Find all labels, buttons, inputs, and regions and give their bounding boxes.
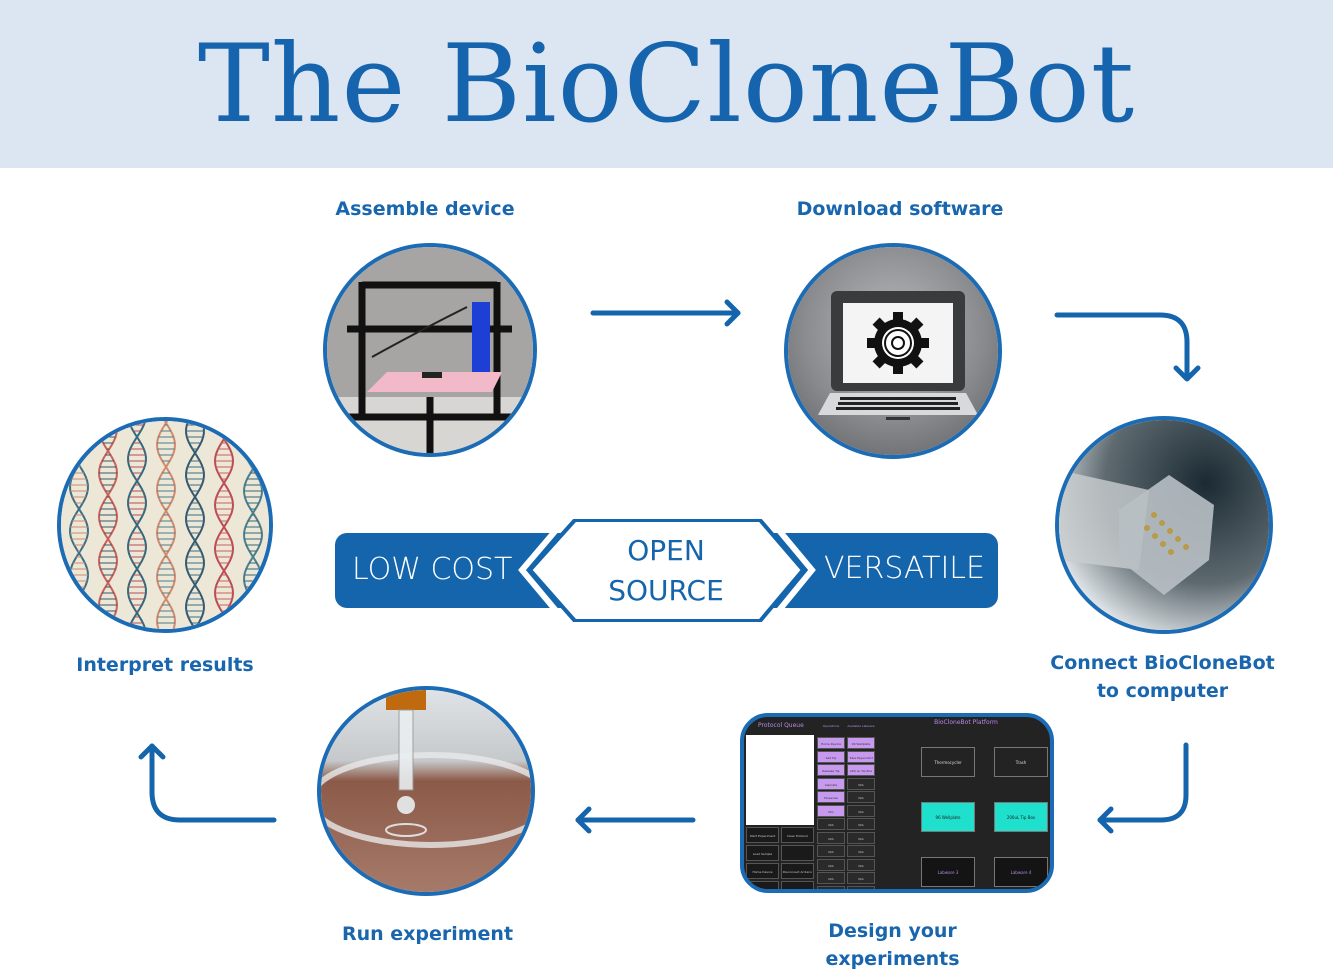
operation-button[interactable]: Aspirate — [817, 777, 845, 790]
operations-header: Operations — [822, 724, 840, 728]
dna-strand — [97, 421, 119, 629]
feature-open-source: OPEN SOURCE — [566, 531, 766, 611]
download-software-image — [784, 243, 1002, 459]
step-label-design-line2: experiments — [825, 948, 960, 970]
labware-button[interactable]: N/A — [847, 831, 875, 844]
connect-computer-image — [1055, 416, 1273, 634]
feature-open-source-line2: SOURCE — [608, 574, 724, 607]
operation-button[interactable]: Release Tip — [817, 764, 845, 776]
control-button[interactable]: Start Experiment — [746, 827, 779, 843]
labware-button[interactable]: N/A — [847, 818, 875, 830]
step-label-design-line1: Design your — [828, 920, 957, 942]
design-experiments-image: Protocol Queue Operations Available Labw… — [740, 713, 1054, 893]
arrow-curve-down-icon — [1054, 312, 1201, 382]
step-label-run: Run experiment — [341, 923, 514, 945]
dna-strand — [155, 421, 177, 629]
ethernet-connector-icon — [1059, 420, 1269, 630]
platform-slot[interactable]: Thermocycler — [921, 747, 975, 777]
page-title: The BioCloneBot — [197, 22, 1136, 147]
protocol-queue-title: Protocol Queue — [758, 722, 804, 729]
control-button[interactable]: Home Device — [746, 863, 779, 879]
control-button[interactable]: Clear Protocol — [781, 827, 814, 843]
control-button[interactable]: Load Protocol — [781, 881, 814, 889]
dna-strand — [185, 421, 205, 629]
step-label-connect-line1: Connect BioCloneBot — [1050, 652, 1275, 674]
step-label-download: Download software — [796, 198, 1004, 220]
dna-strand — [213, 421, 235, 629]
platform-title: BioCloneBot Platform — [934, 719, 998, 726]
labware-button[interactable]: N/A — [847, 777, 875, 790]
control-button[interactable]: Load — [746, 881, 779, 889]
labware-button[interactable]: 200 uL Tip Box — [847, 764, 875, 776]
labware-button[interactable]: 96 Wellplate — [847, 737, 875, 749]
labware-button[interactable]: N/A — [847, 804, 875, 817]
step-label-connect: Connect BioCloneBot to computer — [1030, 649, 1295, 705]
dna-strand — [97, 421, 119, 629]
operation-button[interactable]: N/A — [817, 831, 845, 844]
step-label-interpret: Interpret results — [76, 654, 254, 676]
step-label-design: Design your experiments — [780, 917, 1005, 973]
arrow-left-icon — [575, 806, 696, 834]
labware-button[interactable]: N/A — [847, 872, 875, 884]
arrow-curve-left-icon — [1097, 742, 1189, 834]
control-button[interactable] — [781, 845, 814, 861]
platform-slot[interactable]: Labware 4 — [994, 857, 1048, 887]
dna-strand — [213, 421, 235, 629]
operation-button[interactable]: Get Tip — [817, 750, 845, 763]
labware-button[interactable]: Tube Eppendorf Rack — [847, 750, 875, 772]
dna-strand — [127, 421, 147, 629]
run-experiment-image — [317, 686, 535, 896]
labware-button[interactable]: N/A — [847, 791, 875, 803]
assemble-device-image — [323, 243, 537, 457]
labware-button[interactable]: N/A — [847, 885, 875, 889]
control-button[interactable]: Disconnect Arduino — [781, 863, 814, 879]
platform-slot[interactable]: Trash — [994, 747, 1048, 777]
dna-strand — [185, 421, 205, 629]
step-label-assemble: Assemble device — [335, 198, 515, 220]
labware-header: Available Labware — [847, 724, 875, 728]
operation-button[interactable]: Home Device — [817, 737, 845, 749]
platform-slot[interactable]: 200uL Tip Box — [994, 802, 1048, 832]
laptop-gear-icon — [818, 291, 978, 420]
dna-helix-icon — [61, 421, 269, 629]
dna-strand — [155, 421, 177, 629]
platform-slot[interactable]: 96 Wellplate — [921, 802, 975, 832]
labware-button[interactable]: N/A — [847, 858, 875, 871]
interpret-results-image — [57, 417, 273, 633]
operation-button[interactable]: N/A — [817, 872, 845, 884]
protocol-queue-list — [746, 735, 814, 825]
feature-versatile: VERSATILE — [824, 551, 985, 586]
arrow-right-icon — [590, 299, 741, 327]
header-banner: The BioCloneBot — [0, 0, 1333, 168]
operation-button[interactable]: N/A — [817, 858, 845, 871]
platform-slot[interactable]: Labware 3 — [921, 857, 975, 887]
step-label-connect-line2: to computer — [1096, 680, 1229, 702]
feature-low-cost: LOW COST — [352, 552, 513, 587]
printer-gantry-icon — [327, 247, 533, 453]
pipette-droplet-icon — [321, 690, 531, 892]
operation-button[interactable]: N/A — [817, 818, 845, 830]
operation-button[interactable]: Dispense — [817, 791, 845, 803]
operation-button[interactable]: N/A — [817, 885, 845, 889]
operation-button[interactable]: Mix — [817, 804, 845, 817]
labware-button[interactable]: N/A — [847, 845, 875, 857]
feature-open-source-line1: OPEN — [627, 534, 705, 567]
operation-button[interactable]: N/A — [817, 845, 845, 857]
arrow-curve-up-icon — [138, 743, 277, 823]
